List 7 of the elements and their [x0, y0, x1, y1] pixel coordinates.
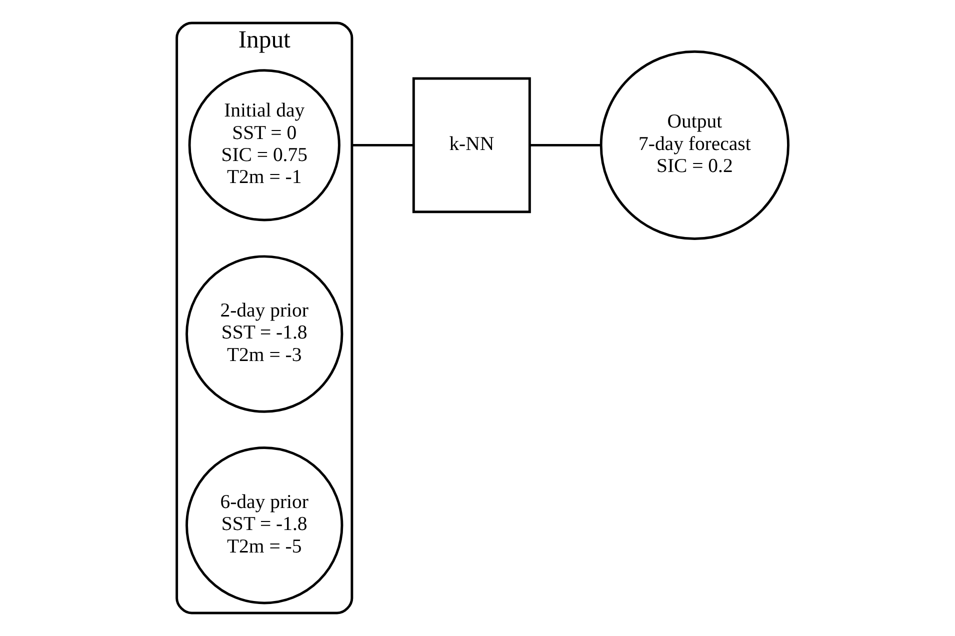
node-circle: 6-day prior SST = -1.8 T2m = -5	[186, 446, 344, 604]
connector	[530, 144, 601, 146]
node-circle: Initial day SST = 0 SIC = 0.75 T2m = -1	[188, 69, 340, 222]
node-circle: 2-day prior SST = -1.8 T2m = -3	[186, 255, 344, 413]
node-box: k-NN	[412, 77, 531, 214]
connector	[352, 144, 414, 146]
node-circle: Output 7-day forecast SIC = 0.2	[600, 50, 790, 240]
